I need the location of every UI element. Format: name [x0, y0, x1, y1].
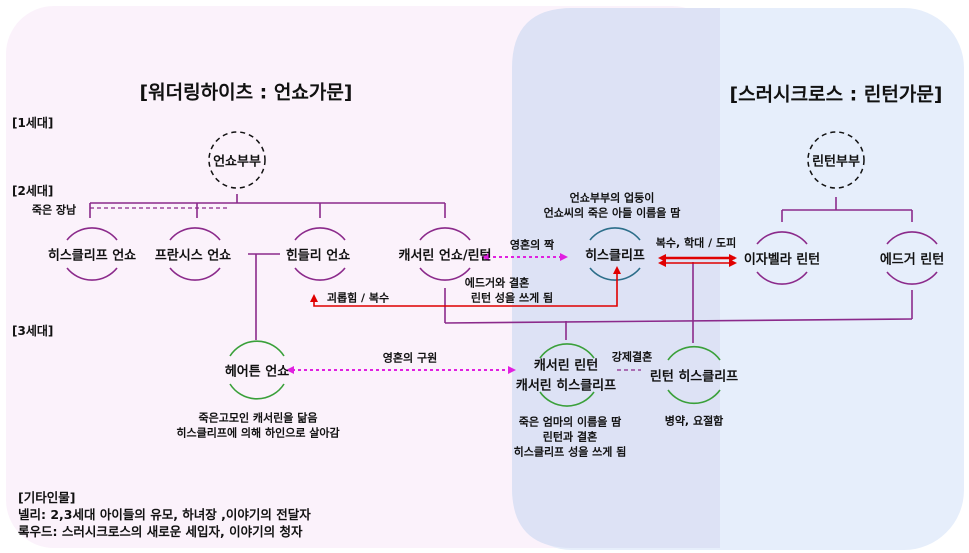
frances-earnshaw-name: 프란시스 언쇼	[154, 248, 232, 264]
linton-heathcliff-circle	[667, 345, 721, 405]
heathcliff-origin-note-2: 언쇼씨의 죽은 아들 이름을 땀	[543, 206, 681, 220]
cathy-note-2: 린턴과 결혼	[542, 430, 598, 444]
isabella-linton-circle	[756, 231, 808, 285]
edgar-linton-name: 에드거 린턴	[879, 252, 945, 268]
family-lines	[89, 194, 913, 371]
soulmate-label: 영혼의 짝	[509, 238, 555, 252]
hindley-earnshaw-name: 힌들리 언쇼	[285, 248, 351, 264]
linton-family-title: [스러시크로스 : 린턴가문]	[729, 83, 943, 106]
linton-parents-name: 린턴부부	[812, 154, 860, 170]
cathy-note-3: 히스클리프 성을 쓰게 됨	[513, 445, 627, 459]
overlap-region	[512, 8, 720, 548]
hareton-circle	[229, 340, 285, 400]
heathcliff-earnshaw-circle	[66, 227, 118, 281]
linton-heathcliff-name: 린턴 히스클리프	[649, 369, 739, 385]
frances-earnshaw-circle	[169, 227, 221, 281]
heathcliff-name: 히스클리프	[585, 248, 645, 264]
isabella-linton-name: 이자벨라 린턴	[743, 252, 821, 268]
died-young-note: 죽은 장남	[31, 203, 77, 217]
misc-lockwood: 록우드: 스러시크로스의 새로운 세입자, 이야기의 청자	[18, 524, 303, 539]
torment-revenge-label: 괴롭힘 / 복수	[326, 291, 390, 305]
salvation-label: 영혼의 구원	[382, 351, 438, 365]
edgar-linton-circle	[886, 231, 938, 285]
generation-1-label: [1세대]	[12, 116, 54, 130]
cathy-circle	[539, 343, 595, 407]
hareton-earnshaw-name: 헤어튼 언쇼	[224, 364, 290, 380]
misc-nelly: 넬리: 2,3세대 아이들의 유모, 하녀장 ,이야기의 전달자	[18, 507, 311, 522]
generation-2-label: [2세대]	[12, 184, 54, 198]
catherine-marriage-note-1: 에드거와 결혼	[464, 276, 530, 290]
torment-arrow	[310, 266, 621, 307]
cathy-linton-name: 캐서린 린턴	[533, 358, 599, 374]
heathcliff-earnshaw-name: 히스클리프 언쇼	[47, 248, 137, 264]
earnshaw-parents-circle	[208, 131, 266, 189]
forced-marriage-label: 강제결혼	[611, 350, 653, 364]
hareton-note-1: 죽은고모인 캐서린을 닮음	[198, 411, 318, 425]
cathy-heathcliff-name: 캐서린 히스클리프	[515, 378, 617, 394]
catherine-earnshaw-name: 캐서린 언쇼/린턴	[398, 248, 492, 264]
linton-parents-circle	[807, 131, 865, 189]
gen3-circles	[229, 340, 721, 407]
generation-3-label: [3세대]	[12, 324, 54, 338]
earnshaw-parents-name: 언쇼부부	[213, 154, 261, 170]
catherine-marriage-note-2: 린턴 성을 쓰게 됨	[470, 291, 554, 305]
heathcliff-origin-note-1: 언쇼부부의 업둥이	[569, 191, 655, 205]
revenge-abuse-label: 복수, 학대 / 도피	[655, 236, 737, 250]
linton-heathcliff-note: 병약, 요절함	[664, 414, 724, 428]
earnshaw-family-title: [워더링하이츠 : 언쇼가문]	[139, 81, 353, 104]
misc-characters-title: [기타인물]	[18, 490, 76, 505]
hareton-note-2: 히스클리프에 의해 하인으로 살아감	[176, 426, 340, 440]
cathy-note-1: 죽은 엄마의 이름을 땀	[518, 415, 622, 429]
